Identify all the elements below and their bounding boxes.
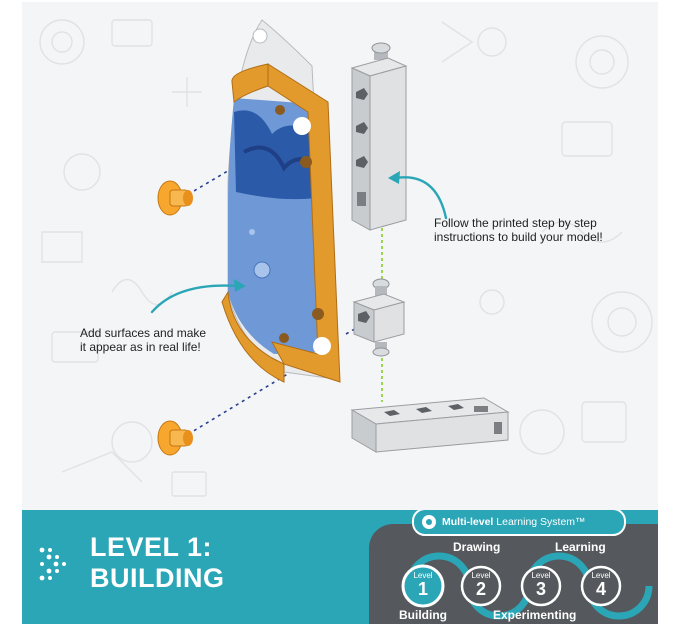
callout-text: it appear as in real life! [80, 340, 201, 354]
callout-text: Add surfaces and make [80, 326, 207, 340]
level-3-name: Experimenting [493, 608, 577, 622]
level-1-badge: Level 1 [403, 564, 443, 608]
level-number: 2 [475, 579, 486, 599]
level-number: 3 [535, 579, 546, 599]
level-word: Level [413, 571, 433, 580]
doodle-background: Follow the printed step by step instruct… [22, 2, 658, 510]
level-4-badge: Level 4 [581, 564, 621, 608]
brand-logo-icon [422, 515, 436, 529]
doodle-pattern [39, 19, 653, 497]
level-2-name: Drawing [453, 540, 501, 554]
level-title-line1: LEVEL 1: [90, 532, 213, 562]
pointer-arrow-build [394, 176, 448, 220]
build-instructions-callout: Follow the printed step by step instruct… [434, 216, 603, 244]
level-word: Level [591, 571, 611, 580]
level-number: 4 [595, 579, 606, 599]
surfaces-callout: Add surfaces and make it appear as in re… [80, 326, 206, 354]
system-name-bold: Multi-level [442, 516, 494, 528]
level-title: LEVEL 1: BUILDING [90, 532, 225, 594]
learning-system-panel: Level 1 Level 2 Level 3 Level 4 Drawing … [369, 524, 658, 624]
aluminum-beam-horizontal [350, 397, 510, 453]
system-name-rest: Learning System™ [493, 516, 586, 528]
orange-peg-top [157, 180, 193, 216]
connector-cube [352, 278, 406, 357]
level-word: Level [531, 571, 551, 580]
level-2-badge: Level 2 [461, 564, 501, 608]
level-3-badge: Level 3 [521, 564, 561, 608]
learning-system-name: Multi-level Learning System™ [442, 510, 586, 534]
level-title-line2: BUILDING [90, 563, 225, 593]
callout-text: Follow the printed step by step [434, 216, 597, 230]
orange-peg-bottom [157, 420, 193, 456]
level-1-name: Building [399, 608, 447, 622]
chevron-right-icon [39, 547, 66, 581]
callout-text: instructions to build your model! [434, 230, 603, 244]
level-banner: LEVEL 1: BUILDING Level 1 Level 2 [22, 510, 658, 624]
level-word: Level [471, 571, 491, 580]
aluminum-beam-tall [350, 42, 408, 231]
curved-surface-panel [221, 19, 341, 383]
level-track [401, 552, 653, 620]
level-number: 1 [417, 579, 428, 599]
learning-system-badge: Multi-level Learning System™ [412, 510, 626, 536]
level-4-name: Learning [555, 540, 606, 554]
pointer-arrow-surface [150, 284, 240, 314]
